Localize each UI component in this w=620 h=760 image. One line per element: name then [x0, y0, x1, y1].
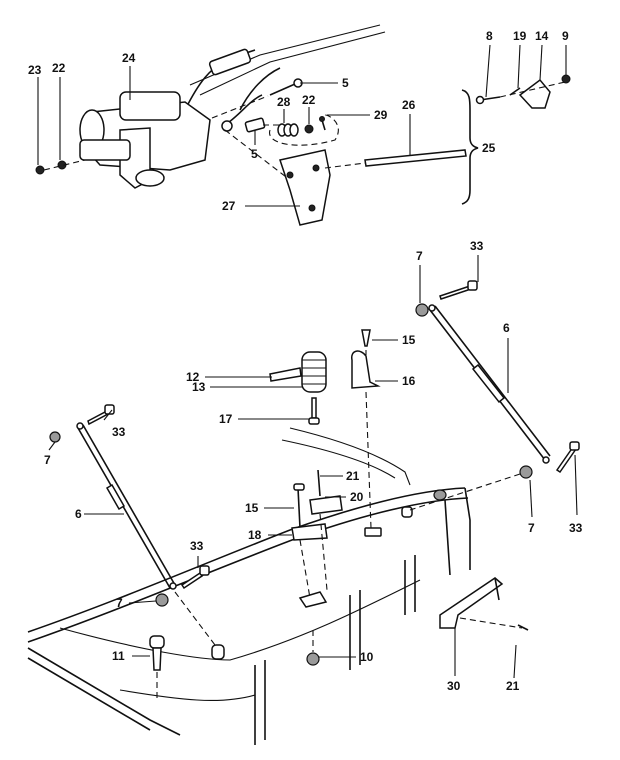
callout-13: 13 — [192, 380, 206, 394]
callout-5: 5 — [342, 76, 349, 90]
callout-23: 23 — [28, 63, 42, 77]
spring-28 — [277, 123, 299, 137]
callout-15: 15 — [402, 333, 416, 347]
callout-11: 11 — [112, 649, 125, 663]
latch-parts — [149, 329, 529, 700]
callout-27: 27 — [222, 199, 236, 213]
callout-19: 19 — [513, 29, 527, 43]
callout-14: 14 — [535, 29, 549, 43]
callout-9: 9 — [562, 29, 569, 43]
callout-7: 7 — [416, 249, 423, 263]
callout-7: 7 — [528, 521, 535, 535]
callout-12: 12 — [186, 370, 200, 384]
callout-8: 8 — [486, 29, 493, 43]
callout-28: 28 — [277, 95, 291, 109]
hood-support-rod-left — [49, 404, 216, 646]
callout-30: 30 — [447, 679, 461, 693]
callout-15: 15 — [245, 501, 259, 515]
callout-18: 18 — [248, 528, 262, 542]
callout-7: 7 — [44, 453, 51, 467]
leader-lines-bottom — [48, 255, 578, 679]
spring-13 — [301, 351, 327, 393]
callout-6: 6 — [503, 321, 510, 335]
hood-support-rod-right — [409, 280, 580, 511]
callout-21: 21 — [506, 679, 520, 693]
callout-24: 24 — [122, 51, 136, 65]
callout-33: 33 — [190, 539, 204, 553]
callout-20: 20 — [350, 490, 364, 504]
hood-assembly — [27, 427, 471, 745]
callout-7: 7 — [116, 596, 123, 610]
callout-33: 33 — [470, 239, 484, 253]
leader-lines-top — [37, 44, 567, 207]
callout-labels: 23 22 24 5 28 22 29 26 5 25 27 8 19 14 9… — [28, 29, 583, 693]
callout-26: 26 — [402, 98, 416, 112]
callout-22: 22 — [302, 93, 316, 107]
callout-16: 16 — [402, 374, 416, 388]
callout-25: 25 — [482, 141, 496, 155]
callout-33: 33 — [112, 425, 126, 439]
callout-21: 21 — [346, 469, 360, 483]
wiper-motor-assembly — [35, 24, 571, 226]
callout-17: 17 — [219, 412, 233, 426]
callout-5: 5 — [251, 147, 258, 161]
callout-33: 33 — [569, 521, 583, 535]
callout-29: 29 — [374, 108, 388, 122]
callout-10: 10 — [360, 650, 374, 664]
callout-22: 22 — [52, 61, 66, 75]
callout-6: 6 — [75, 507, 82, 521]
